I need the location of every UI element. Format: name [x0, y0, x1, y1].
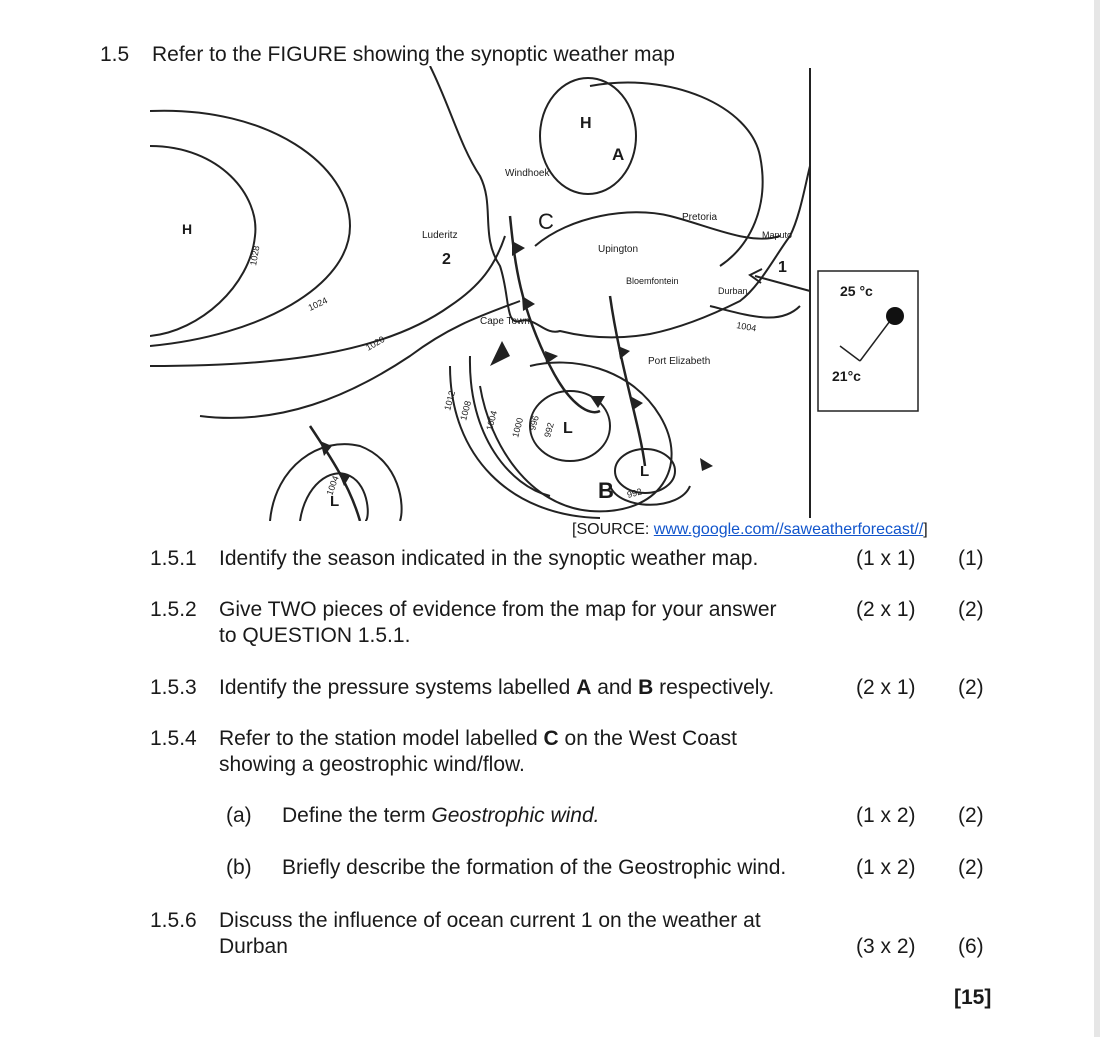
station-model-circle	[886, 307, 904, 325]
q156-marks: (6)	[958, 935, 984, 958]
q152-marks: (2)	[958, 598, 984, 621]
q154-pre: Refer to the station model labelled	[219, 727, 544, 750]
map-label-low-centre: L	[563, 420, 573, 437]
low-centre-isobar	[529, 390, 611, 462]
q154a-term: Geostrophic wind.	[431, 804, 600, 827]
q153-allocation: (2 x 1)	[856, 676, 916, 699]
isobar-label-992b: 992	[626, 486, 643, 500]
page-edge	[1094, 0, 1100, 1037]
map-label-system-b: B	[598, 478, 614, 503]
isobar-1020-line	[150, 235, 506, 367]
q156-number: 1.5.6	[150, 909, 197, 932]
map-place-durban: Durban	[718, 286, 748, 296]
q151-marks: (1)	[958, 547, 984, 570]
map-place-luderitz: Luderitz	[422, 230, 458, 241]
isobar-label-1020: 1020	[364, 334, 386, 353]
q154b-text: Briefly describe the formation of the Ge…	[282, 856, 787, 879]
isobar-1016-line	[199, 300, 521, 419]
q154-line1: Refer to the station model labelled C on…	[219, 726, 737, 752]
source-suffix: ]	[923, 521, 928, 538]
q156-line2: Durban	[219, 935, 288, 958]
map-place-upington: Upington	[598, 244, 638, 255]
map-place-windhoek: Windhoek	[505, 168, 550, 179]
map-place-cape-town: Cape Town	[480, 316, 530, 327]
map-label-low-west: L	[330, 493, 339, 510]
station-temperature: 25 °c	[840, 283, 873, 299]
q153-system-b: B	[638, 676, 654, 699]
q153-text: Identify the pressure systems labelled A…	[219, 675, 774, 701]
isobar-label-1028: 1028	[248, 245, 261, 266]
station-model-box	[817, 270, 919, 412]
map-label-h-west: H	[182, 221, 192, 237]
q154b-marks: (2)	[958, 856, 984, 879]
q154a-pre: Define the term	[282, 804, 432, 827]
q152-number: 1.5.2	[150, 598, 197, 621]
q154-post: on the West Coast	[558, 727, 737, 750]
q154-station-c: C	[543, 727, 559, 750]
question-intro: Refer to the FIGURE showing the synoptic…	[152, 43, 675, 66]
isobar-label-1004-east: 1004	[736, 320, 757, 333]
q153-system-a: A	[576, 676, 592, 699]
isobar-label-992: 992	[542, 421, 556, 438]
map-label-current-2: 2	[442, 251, 451, 268]
map-place-bloemfontein: Bloemfontein	[626, 276, 679, 286]
q154a-label: (a)	[226, 804, 252, 827]
total-marks: [15]	[954, 986, 992, 1009]
q152-allocation: (2 x 1)	[856, 598, 916, 621]
q154b-label: (b)	[226, 856, 252, 879]
synoptic-weather-map: H H A B C 2 1 L L L Windhoek Luderitz Up…	[150, 66, 919, 521]
q154a-text: Define the term Geostrophic wind.	[282, 803, 600, 829]
q154b-allocation: (1 x 2)	[856, 856, 916, 879]
q153-pre: Identify the pressure systems labelled	[219, 676, 577, 699]
isobar-label-1008: 1008	[458, 400, 473, 422]
q152-line1: Give TWO pieces of evidence from the map…	[219, 598, 777, 621]
q153-mid: and	[591, 676, 639, 699]
map-place-port-elizabeth: Port Elizabeth	[648, 356, 710, 367]
map-place-pretoria: Pretoria	[682, 212, 717, 223]
isobar-interior-1	[589, 81, 764, 267]
cold-front-1	[508, 215, 601, 414]
high-a-isobar	[539, 77, 637, 195]
q153-number: 1.5.3	[150, 676, 197, 699]
q156-line1: Discuss the influence of ocean current 1…	[219, 909, 761, 932]
durban-arrow	[754, 275, 811, 292]
isobar-label-1000: 1000	[510, 417, 525, 439]
cold-front-2	[608, 295, 647, 467]
map-label-h-north: H	[580, 115, 592, 132]
map-label-current-1: 1	[778, 259, 787, 276]
source-prefix: [SOURCE:	[572, 521, 654, 538]
source-link[interactable]: www.google.com//saweatherforecast//	[653, 521, 924, 538]
q154-number: 1.5.4	[150, 727, 197, 750]
q156-allocation: (3 x 2)	[856, 935, 916, 958]
isobar-label-996: 996	[527, 414, 541, 431]
q152-line2: to QUESTION 1.5.1.	[219, 624, 411, 647]
map-place-maputo: Maputo	[762, 230, 792, 240]
q153-marks: (2)	[958, 676, 984, 699]
q154a-allocation: (1 x 2)	[856, 804, 916, 827]
question-number: 1.5	[100, 43, 130, 66]
isobar-label-1024: 1024	[307, 295, 329, 313]
q154a-marks: (2)	[958, 804, 984, 827]
map-label-low-south: L	[640, 463, 649, 480]
isobar-1028-line	[150, 145, 257, 337]
station-dew-point: 21°c	[832, 368, 861, 384]
q151-number: 1.5.1	[150, 547, 197, 570]
low-south-isobar	[614, 448, 676, 494]
q153-post: respectively.	[653, 676, 775, 699]
q151-text: Identify the season indicated in the syn…	[219, 547, 759, 570]
source-citation: [SOURCE: www.google.com//saweatherforeca…	[572, 521, 928, 539]
coastline	[429, 66, 811, 339]
q151-allocation: (1 x 1)	[856, 547, 916, 570]
q154-line2: showing a geostrophic wind/flow.	[219, 753, 525, 776]
map-label-station-c: C	[538, 209, 554, 234]
isobar-1024-line	[150, 109, 352, 347]
map-label-system-a: A	[612, 145, 624, 164]
